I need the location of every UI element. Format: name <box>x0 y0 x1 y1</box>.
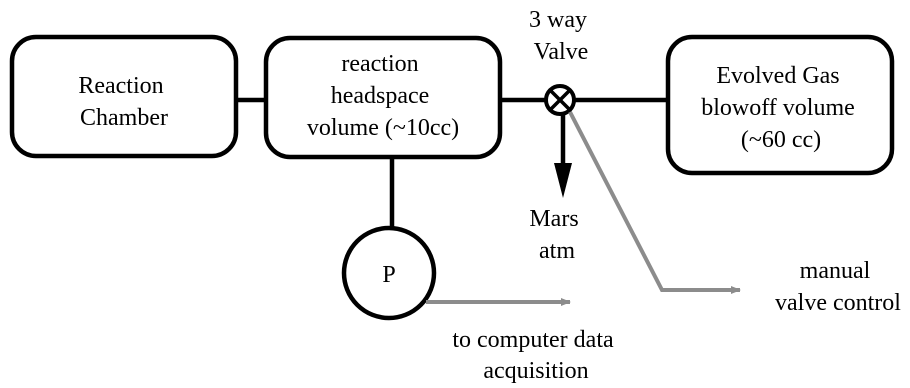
three-way-valve-icon <box>544 84 576 116</box>
manual-valve-control-label: manual valve control <box>775 258 901 316</box>
headspace-volume-box <box>263 35 503 160</box>
pressure-sensor-label: P <box>382 262 395 288</box>
reaction-chamber-label: Reaction Chamber <box>78 73 169 131</box>
evolved-gas-box <box>665 34 895 176</box>
mars-vent-arrowhead <box>554 163 572 198</box>
headspace-volume-label: reaction headspace volume (~10cc) <box>307 51 459 141</box>
reaction-chamber-box <box>9 34 239 159</box>
evolved-gas-label: Evolved Gas blowoff volume (~60 cc) <box>701 63 861 153</box>
pressure-sensor-circle <box>341 225 437 321</box>
valve-label: 3 way Valve <box>529 7 593 65</box>
computer-data-label: to computer data acquisition <box>452 327 619 384</box>
mars-atm-label: Mars atm <box>529 206 584 264</box>
manual-control-line <box>568 111 741 294</box>
